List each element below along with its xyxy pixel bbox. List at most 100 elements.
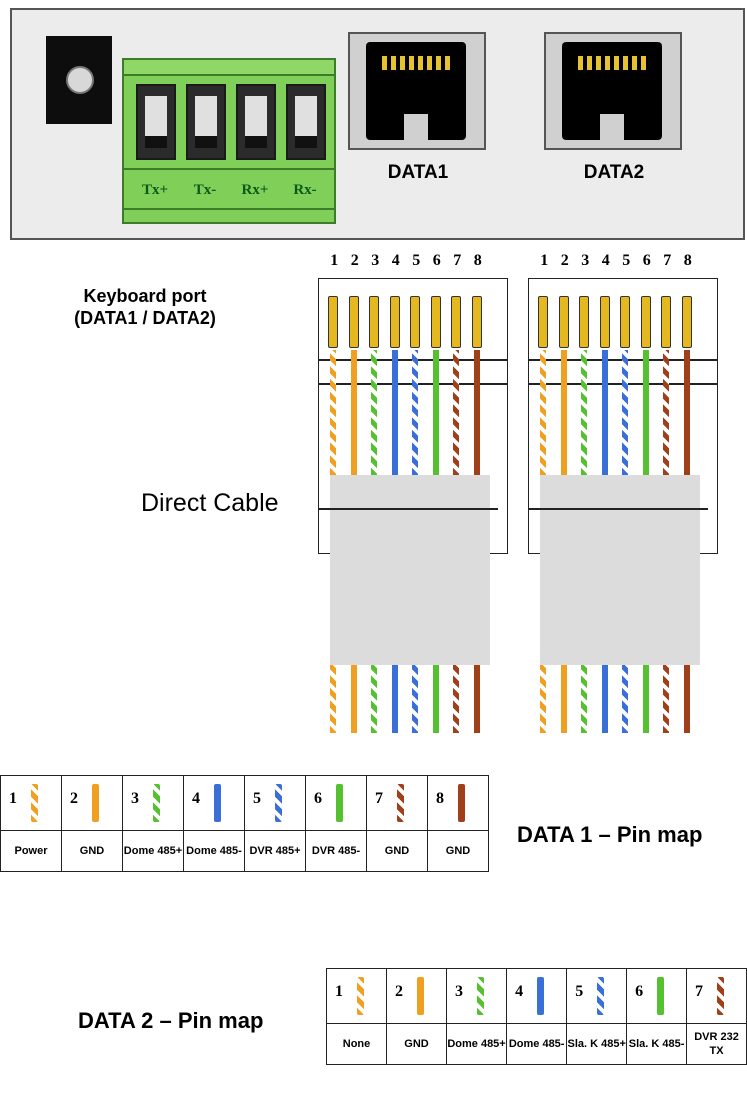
pin-wire-swatch [357,977,364,1015]
pin-wire-swatch [275,784,282,822]
keyboard-port-title: Keyboard port (DATA1 / DATA2) [45,285,245,329]
pin-map-number: 7 [695,983,704,1000]
pin-wire-swatch [537,977,545,1015]
pin-function-label: DVR 485+ [244,830,306,872]
cable-wire-blue [601,350,608,475]
pin-cell: 3 [445,968,508,1024]
pin-cell: 2 [386,968,447,1024]
plug-contact [348,296,359,348]
terminal-screw [236,84,276,160]
cable-wire-brown-white [663,350,669,475]
plug-contact [620,296,630,348]
plug-contact [451,296,461,348]
pin-map-number: 4 [192,790,200,807]
power-jack-hole [66,66,94,94]
cable-wire-tail-green [432,665,439,733]
pin-map-number: 3 [454,983,463,1000]
terminal-top-strip [124,60,334,76]
terminal-screw [286,84,326,160]
pin-wire-swatch [397,784,404,822]
cable-wire-tail-green-white [581,665,587,733]
pin-cell: 6 [305,775,367,831]
cable-wire-tail-orange [350,665,357,733]
pin-wire-swatch [153,784,160,822]
pin-wire-swatch [476,977,484,1015]
cable-wire-green [432,350,439,475]
keyboard-port-title-line1: Keyboard port [83,286,207,306]
direct-cable-label: Direct Cable [141,489,279,517]
pin-cell: 5 [244,775,306,831]
pin-function-label: DVR 232 TX [686,1023,747,1065]
pin-function-label: Dome 485+ [122,830,184,872]
pin-map-number: 5 [253,790,261,807]
pin-function-label: Dome 485- [506,1023,568,1065]
pin-function-label: GND [61,830,123,872]
pin-wire-swatch [214,784,221,822]
pin-map-number: 2 [70,790,78,807]
pin-cell: 4 [183,775,245,831]
cable-wire-orange-white [540,350,546,475]
right-boot-line [528,508,708,510]
data1-port-label: DATA1 [387,162,449,183]
pin-map-number: 1 [335,983,343,1000]
pin-number: 6 [432,252,441,269]
pin-cell: 8 [427,775,489,831]
cable-wire-tail-green-white [371,665,377,733]
right-cable-boot [540,475,700,665]
pin-function-label: Power [0,830,62,872]
cable-wire-tail-blue-white [622,665,628,733]
cable-wire-orange [350,350,357,475]
pin-number: 7 [453,252,462,269]
pin-map-number: 6 [635,983,644,1000]
pin-function-label: GND [386,1023,447,1065]
pin-number: 8 [473,252,482,269]
pin-function-label: Dome 485+ [445,1023,508,1065]
cable-wire-brown [473,350,480,475]
pin-wire-swatch [92,784,99,822]
cable-wire-blue [391,350,398,475]
pin-map-number: 7 [375,790,383,807]
pin-map-number: 5 [575,983,584,1000]
pin-map-number: 2 [395,983,404,1000]
pin-number: 4 [391,252,400,269]
cable-wire-tail-blue [391,665,398,733]
pin-cell: 1 [0,775,62,831]
pin-wire-swatch [597,977,605,1015]
data2-port [544,32,682,150]
cable-wire-brown-white [453,350,459,475]
cable-wire-tail-brown-white [663,665,669,733]
pin-number: 5 [622,252,631,269]
plug-contact [410,296,420,348]
plug-contact [579,296,589,348]
plug-contact [661,296,671,348]
terminal-label-rx-minus: Rx- [293,182,317,198]
pin-number: 2 [350,252,359,269]
cable-wire-tail-orange [560,665,567,733]
pin-number: 7 [663,252,672,269]
cable-wire-orange-white [330,350,336,475]
plug-contact [471,296,482,348]
pin-wire-swatch [417,977,425,1015]
pin-cell: 3 [122,775,184,831]
pin-cell: 7 [366,775,428,831]
pin-number: 5 [412,252,421,269]
cable-wire-tail-blue-white [412,665,418,733]
pin-map-number: 1 [9,790,17,807]
cable-wire-tail-blue [601,665,608,733]
terminal-label-rx-plus: Rx+ [241,182,269,198]
data1-port [348,32,486,150]
pin-function-label: None [325,1023,388,1065]
data1-pin-map-title: DATA 1 – Pin map [517,822,703,847]
cable-wire-brown [683,350,690,475]
cable-wire-blue-white [412,350,418,475]
cable-wire-blue-white [622,350,628,475]
pin-wire-swatch [458,784,465,822]
pin-cell: 4 [506,968,568,1024]
cable-wire-tail-orange-white [540,665,546,733]
cable-wire-green-white [581,350,587,475]
pin-wire-swatch [336,784,343,822]
pin-cell: 5 [566,968,628,1024]
